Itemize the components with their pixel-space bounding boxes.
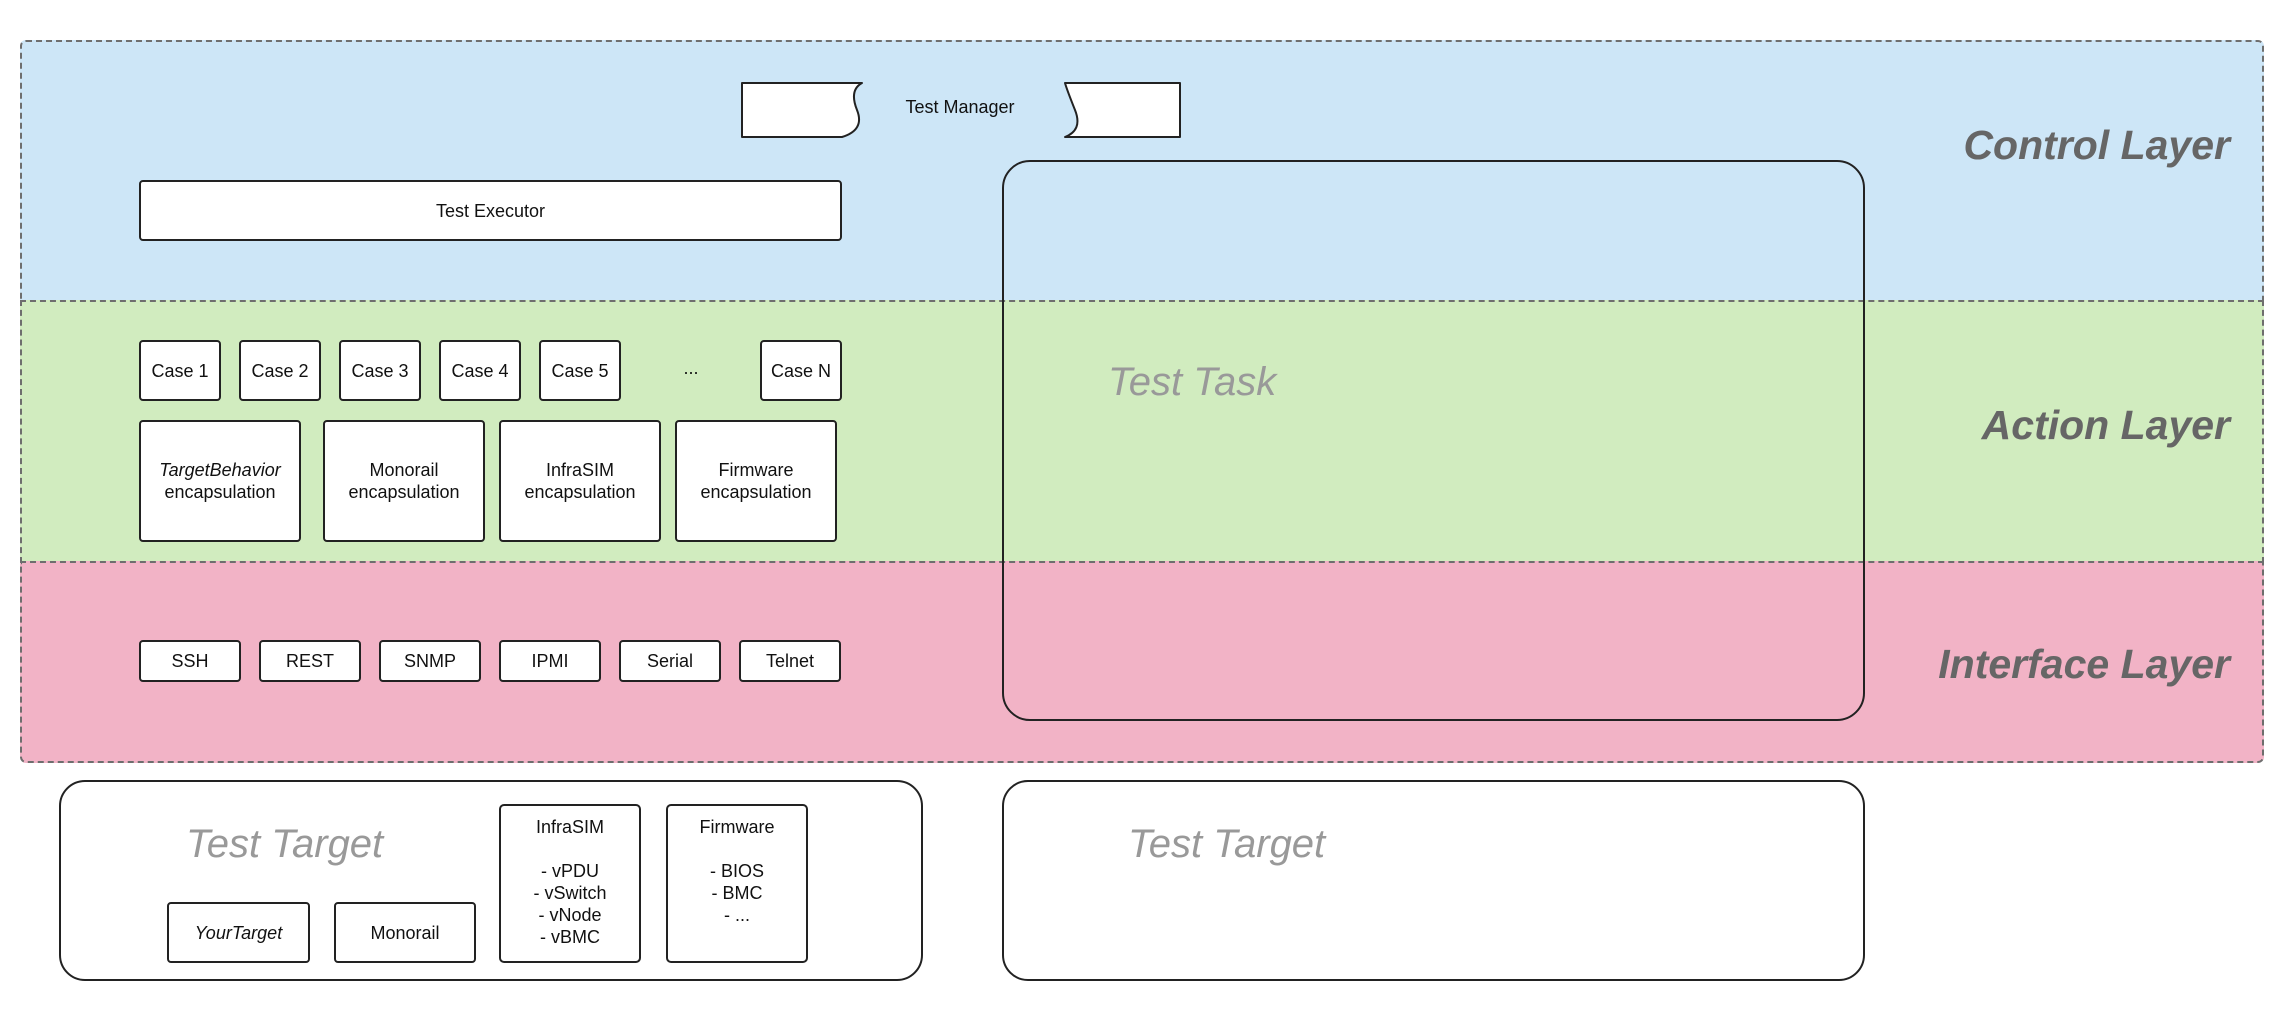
case-box: Case 4 xyxy=(439,340,521,401)
infrasim-list-item: - vPDU xyxy=(541,861,599,881)
your-target-label: YourTarget xyxy=(194,922,283,943)
encapsulation-box: Firmware encapsulation xyxy=(675,420,837,542)
encapsulation-box: TargetBehavior encapsulation xyxy=(139,420,301,542)
case-box: Case 3 xyxy=(339,340,421,401)
interface-label: IPMI xyxy=(531,651,569,671)
case-box: Case N xyxy=(760,340,842,401)
encapsulation-name: InfraSIM xyxy=(545,460,615,480)
case-box: Case 5 xyxy=(539,340,621,401)
case-label: Case 3 xyxy=(351,360,409,381)
firmware-list-title: Firmware xyxy=(699,817,775,837)
encapsulation-suffix: encapsulation xyxy=(348,482,460,502)
test-manager-shape xyxy=(741,82,1181,138)
firmware-list-item: - BMC xyxy=(711,883,763,903)
case-label: Case 5 xyxy=(551,360,609,381)
test-manager-label: Test Manager xyxy=(905,97,1015,117)
encapsulation-name: Monorail xyxy=(369,460,439,480)
test-executor-box: Test Executor xyxy=(139,180,842,241)
infrasim-list-item: - vBMC xyxy=(540,927,600,947)
encapsulation-suffix: encapsulation xyxy=(164,482,276,502)
test-target-right-title: Test Target xyxy=(1128,822,1326,866)
case-label: Case N xyxy=(770,360,832,381)
case-label: Case 2 xyxy=(251,360,309,381)
your-target-box: YourTarget xyxy=(167,902,310,963)
firmware-list-item: - BIOS xyxy=(709,861,764,881)
interface-box: Serial xyxy=(619,640,721,682)
infrasim-list-item: - vNode xyxy=(538,905,602,925)
case-label: Case 1 xyxy=(151,360,209,381)
test-task-title: Test Task xyxy=(1108,360,1277,404)
control-layer-title: Control Layer xyxy=(1963,122,2230,168)
case-box: Case 1 xyxy=(139,340,221,401)
firmware-list-item: - ... xyxy=(724,905,750,925)
interface-layer-title: Interface Layer xyxy=(1938,641,2230,687)
encapsulation-box: Monorail encapsulation xyxy=(323,420,485,542)
interface-label: SNMP xyxy=(403,651,456,671)
test-target-right-panel xyxy=(1002,780,1865,981)
interface-label: Telnet xyxy=(765,651,815,671)
interface-label: SSH xyxy=(171,651,209,671)
interface-box: Telnet xyxy=(739,640,841,682)
test-target-left-title: Test Target xyxy=(186,822,384,866)
infrasim-list-title: InfraSIM xyxy=(535,817,605,837)
encapsulation-suffix: encapsulation xyxy=(524,482,636,502)
encapsulation-suffix: encapsulation xyxy=(700,482,812,502)
interface-label: REST xyxy=(285,651,334,671)
monorail-target-box: Monorail xyxy=(334,902,476,963)
infrasim-list-item: - vSwitch xyxy=(533,883,607,903)
case-label: Case 4 xyxy=(451,360,509,381)
case-box: Case 2 xyxy=(239,340,321,401)
infrasim-list-box: InfraSIM - vPDU - vSwitch - vNode - vBMC xyxy=(499,804,641,963)
firmware-list-box: Firmware - BIOS - BMC - ... xyxy=(666,804,808,963)
interface-box: REST xyxy=(259,640,361,682)
action-layer-title: Action Layer xyxy=(1981,402,2230,448)
encapsulation-name: TargetBehavior xyxy=(159,460,281,480)
test-task-frame xyxy=(1002,160,1865,721)
case-ellipsis: ... xyxy=(683,358,699,378)
monorail-target-label: Monorail xyxy=(370,922,440,943)
interface-box: SNMP xyxy=(379,640,481,682)
interface-box: SSH xyxy=(139,640,241,682)
encapsulation-name: Firmware xyxy=(718,460,794,480)
test-executor-label: Test Executor xyxy=(435,200,546,221)
interface-box: IPMI xyxy=(499,640,601,682)
encapsulation-box: InfraSIM encapsulation xyxy=(499,420,661,542)
interface-label: Serial xyxy=(646,651,694,671)
